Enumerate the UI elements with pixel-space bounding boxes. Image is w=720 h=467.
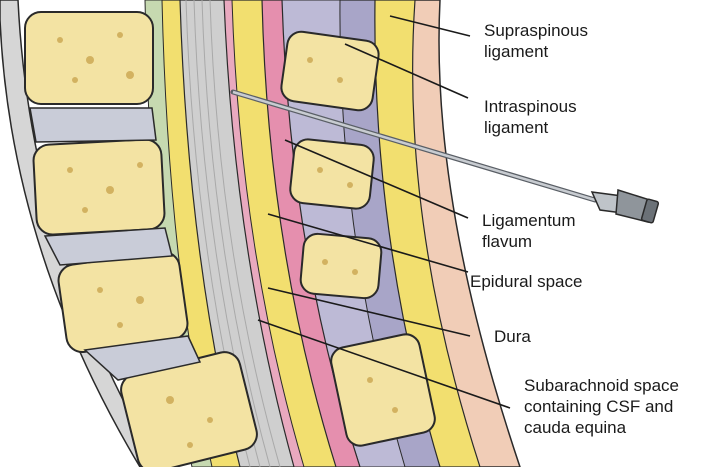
supraspinous-line2: ligament (484, 41, 588, 62)
subarachnoid-line1: Subarachnoid space (524, 375, 679, 396)
supraspinous-line1: Supraspinous (484, 20, 588, 41)
epidural-line1: Epidural space (470, 271, 582, 292)
label-supraspinous-ligament: Supraspinous ligament (484, 20, 588, 62)
intraspinous-line1: Intraspinous (484, 96, 577, 117)
flavum-line2: flavum (482, 231, 576, 252)
label-subarachnoid-space: Subarachnoid space containing CSF and ca… (524, 375, 679, 438)
label-intraspinous-ligament: Intraspinous ligament (484, 96, 577, 138)
flavum-line1: Ligamentum (482, 210, 576, 231)
dura-line1: Dura (494, 326, 531, 347)
subarachnoid-line2: containing CSF and (524, 396, 679, 417)
label-epidural-space: Epidural space (470, 271, 582, 292)
label-ligamentum-flavum: Ligamentum flavum (482, 210, 576, 252)
label-dura: Dura (494, 326, 531, 347)
subarachnoid-line3: cauda equina (524, 417, 679, 438)
intraspinous-line2: ligament (484, 117, 577, 138)
